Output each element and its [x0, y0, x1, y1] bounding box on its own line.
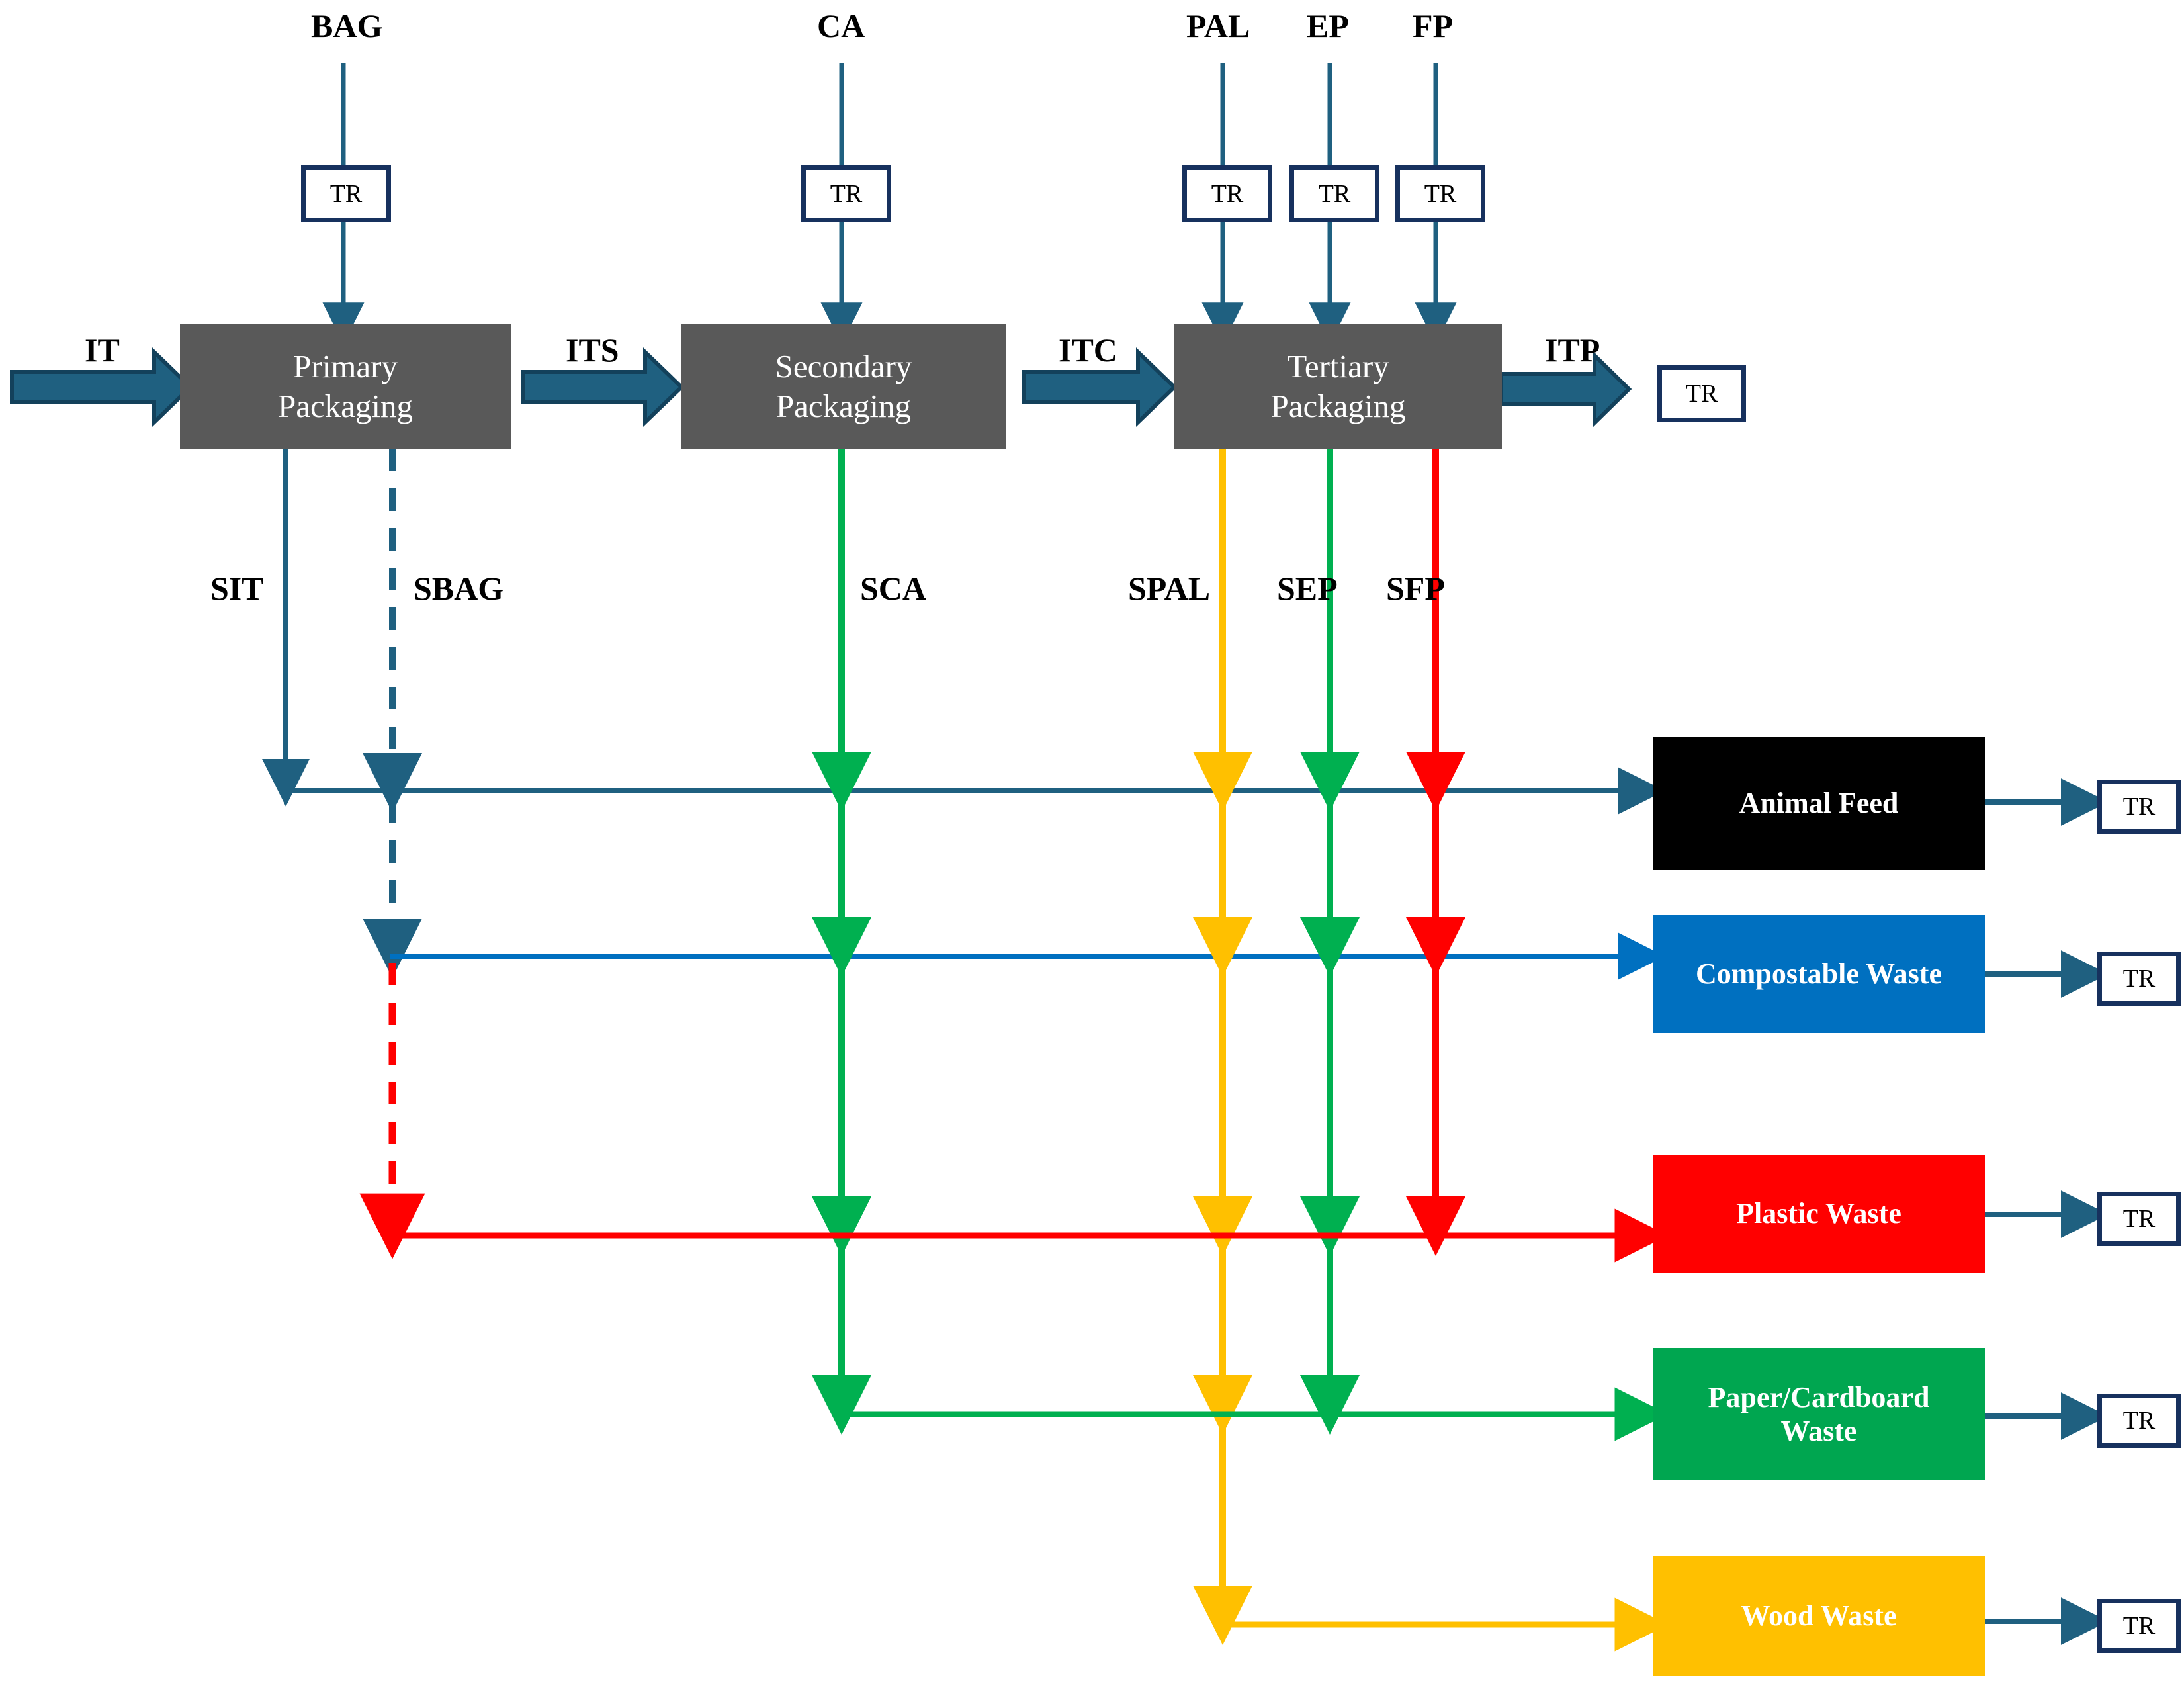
waste-box-compostable[interactable]: Compostable Waste [1653, 915, 1985, 1033]
tr-box-ep[interactable]: TR [1289, 165, 1379, 222]
stream-label-sfp: SFP [1386, 570, 1445, 607]
process-tertiary-line2: Packaging [1270, 388, 1406, 424]
process-secondary-packaging[interactable]: Secondary Packaging [681, 324, 1006, 449]
process-tertiary-line1: Tertiary [1287, 348, 1389, 385]
tr-box-fp[interactable]: TR [1395, 165, 1485, 222]
waste-label-compostable: Compostable Waste [1696, 958, 1942, 991]
waste-label-paper-line1: Paper/Cardboard [1708, 1380, 1930, 1413]
waste-box-plastic[interactable]: Plastic Waste [1653, 1155, 1985, 1273]
waste-label-wood: Wood Waste [1741, 1599, 1897, 1633]
process-secondary-line1: Secondary [775, 348, 912, 385]
flow-label-itc: ITC [1059, 332, 1117, 369]
process-primary-line1: Primary [293, 348, 398, 385]
stream-label-sit: SIT [210, 570, 264, 607]
tr-box-pal[interactable]: TR [1182, 165, 1272, 222]
feed-label-ep: EP [1307, 7, 1349, 44]
tr-box-itp-output[interactable]: TR [1657, 365, 1746, 422]
flow-label-its: ITS [566, 332, 619, 369]
stream-label-sep: SEP [1277, 570, 1338, 607]
tr-box-animal-feed[interactable]: TR [2097, 780, 2181, 834]
process-primary-packaging[interactable]: Primary Packaging [180, 324, 511, 449]
waste-box-paper-cardboard[interactable]: Paper/Cardboard Waste [1653, 1348, 1985, 1480]
stream-label-sbag: SBAG [414, 570, 504, 607]
waste-label-paper-line2: Waste [1780, 1415, 1857, 1447]
feed-label-pal: PAL [1186, 7, 1250, 44]
feed-label-ca: CA [817, 7, 865, 44]
tr-box-compostable[interactable]: TR [2097, 952, 2181, 1006]
waste-label-plastic: Plastic Waste [1736, 1197, 1901, 1230]
flow-label-itp: ITP [1545, 332, 1600, 369]
stream-label-spal: SPAL [1128, 570, 1211, 607]
process-tertiary-packaging[interactable]: Tertiary Packaging [1174, 324, 1502, 449]
flow-label-it: IT [85, 332, 120, 369]
feed-label-bag: BAG [311, 7, 383, 44]
waste-label-animal-feed: Animal Feed [1739, 787, 1899, 820]
tr-box-plastic[interactable]: TR [2097, 1192, 2181, 1246]
tr-box-ca[interactable]: TR [801, 165, 891, 222]
tr-box-wood[interactable]: TR [2097, 1599, 2181, 1653]
process-primary-line2: Packaging [277, 388, 414, 424]
tr-box-bag[interactable]: TR [301, 165, 391, 222]
waste-box-wood[interactable]: Wood Waste [1653, 1556, 1985, 1676]
stream-label-sca: SCA [860, 570, 927, 607]
feed-label-fp: FP [1413, 7, 1454, 44]
process-secondary-line2: Packaging [775, 388, 912, 424]
tr-box-paper-cardboard[interactable]: TR [2097, 1394, 2181, 1448]
waste-box-animal-feed[interactable]: Animal Feed [1653, 737, 1985, 870]
